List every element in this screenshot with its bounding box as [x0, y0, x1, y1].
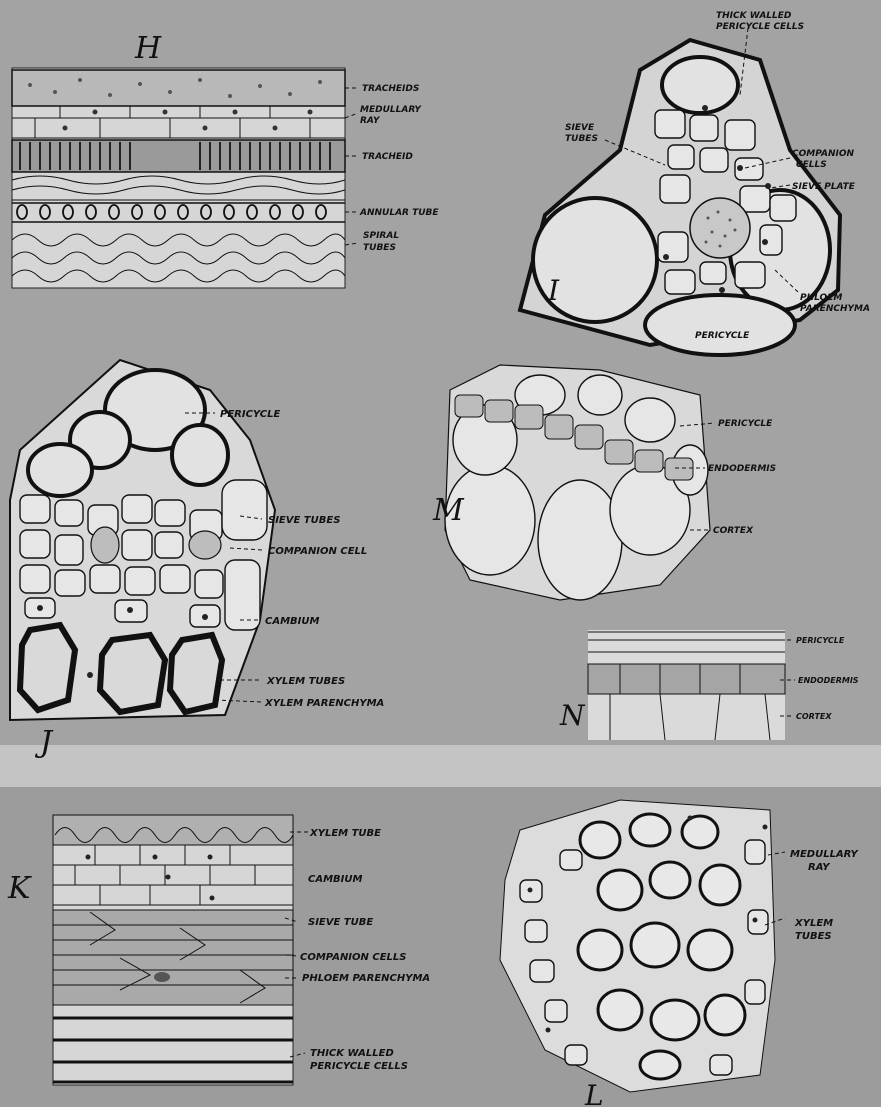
figure-n-letter: N [559, 699, 586, 732]
label-j-xylem-parenchyma: XYLEM PARENCHYMA [264, 698, 384, 709]
figure-k: K XYLEM TUBE CAMBIUM SIEVE TUBE COMPANIO… [7, 815, 430, 1085]
label-i-sieve: SIEVE [565, 123, 595, 133]
label-l-tubes: TUBES [795, 931, 832, 942]
figure-j-letter: J [34, 725, 54, 760]
label-k-cambium: CAMBIUM [308, 874, 362, 885]
figure-m-letter: M [432, 493, 465, 528]
figure-j: J PERICYCLE SIEVE TUBES COMPANION CELL C… [10, 360, 384, 760]
label-n-pericycle: PERICYCLE [796, 636, 845, 645]
label-i-pericycle: PERICYCLE [695, 331, 750, 341]
label-j-companion-cell: COMPANION CELL [268, 546, 367, 557]
figure-l-letter: L [584, 1079, 604, 1107]
label-i-parenchyma: PARENCHYMA [800, 304, 870, 314]
figure-m: M PERICYCLE ENDODERMIS CORTEX [432, 365, 776, 600]
label-i-sieve-plate: SIEVE PLATE [792, 182, 856, 192]
label-h-spiral: SPIRAL [363, 231, 399, 241]
figure-i-letter: I [547, 274, 560, 307]
label-m-cortex: CORTEX [713, 526, 754, 536]
label-k-companion-cells: COMPANION CELLS [300, 952, 407, 963]
label-h-medullary: MEDULLARY [360, 105, 422, 115]
label-n-cortex: CORTEX [796, 712, 832, 721]
label-h-tracheid: TRACHEID [362, 152, 413, 162]
label-i-phloem: PHLOEM [800, 293, 842, 303]
label-h-tracheids: TRACHEIDS [362, 84, 419, 94]
label-n-endodermis: ENDODERMIS [798, 676, 859, 685]
label-k-sieve-tube: SIEVE TUBE [308, 917, 373, 928]
label-k-thick-walled: THICK WALLED [310, 1048, 394, 1059]
label-j-pericycle: PERICYCLE [220, 409, 281, 420]
figure-h-letter: H [134, 31, 162, 66]
label-k-pericycle-cells: PERICYCLE CELLS [310, 1061, 408, 1072]
label-k-phloem-parenchyma: PHLOEM PARENCHYMA [302, 973, 430, 984]
label-i-pericycle-cells: PERICYCLE CELLS [716, 22, 804, 32]
label-k-xylem-tube: XYLEM TUBE [309, 828, 381, 839]
label-j-cambium: CAMBIUM [265, 616, 319, 627]
figure-h: H TRACHEIDS MEDULLARY RAY TRACHEID ANNUL… [12, 31, 439, 288]
label-l-medullary: MEDULLARY [790, 849, 859, 860]
label-i-tubes: TUBES [565, 134, 598, 144]
label-j-xylem-tubes: XYLEM TUBES [266, 676, 345, 687]
label-i-cells: CELLS [796, 160, 827, 170]
label-l-ray: RAY [808, 862, 831, 873]
figure-i: I THICK WALLED PERICYCLE CELLS SIEVE TUB… [520, 11, 870, 355]
label-l-xylem: XYLEM [794, 918, 833, 929]
label-h-ray: RAY [360, 116, 381, 126]
label-h-tubes: TUBES [363, 243, 396, 253]
label-m-pericycle: PERICYCLE [718, 419, 773, 429]
label-i-thick-walled: THICK WALLED [716, 11, 792, 21]
label-h-annular-tube: ANNULAR TUBE [359, 208, 439, 218]
figure-n: N PERICYCLE ENDODERMIS CORTEX [559, 630, 859, 740]
figure-l: L MEDULLARY RAY XYLEM TUBES [500, 800, 859, 1107]
label-j-sieve-tubes: SIEVE TUBES [268, 515, 340, 526]
figure-k-letter: K [7, 871, 32, 906]
label-i-companion: COMPANION [792, 149, 854, 159]
label-m-endodermis: ENDODERMIS [708, 464, 776, 474]
